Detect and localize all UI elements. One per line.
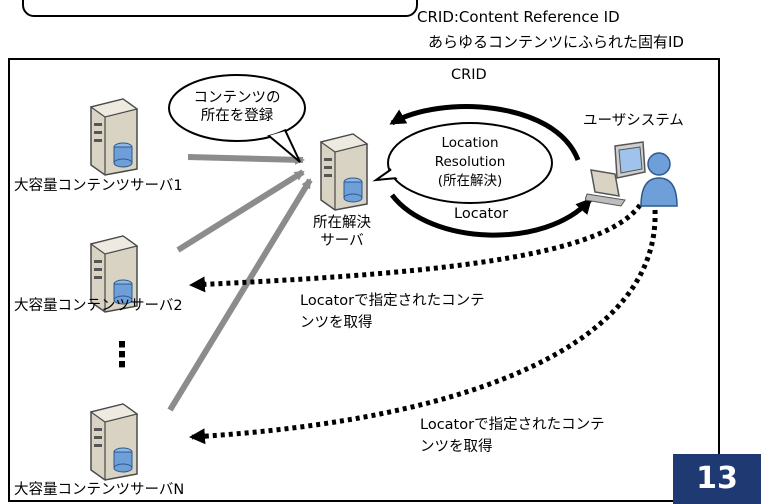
- crid-definition-note: CRID:Content Reference ID: [417, 8, 620, 26]
- fetch-note-2-line-2: ンツを取得: [420, 439, 493, 455]
- resolution-bubble-text: Location Resolution (所在解決): [410, 134, 530, 191]
- resolution-bubble-line-1: Location: [441, 135, 499, 151]
- resolution-server-line-2: サーバ: [320, 233, 364, 249]
- content-server-2-label: 大容量コンテンツサーバ2: [14, 298, 183, 314]
- top-decorative-bar: [22, 0, 418, 17]
- resolution-bubble-line-2: Resolution: [434, 154, 506, 170]
- fetch-arrow-2: [189, 203, 643, 293]
- resolution-server-icon: [319, 133, 369, 211]
- content-server-n-label: 大容量コンテンツサーバN: [14, 482, 185, 498]
- crid-arrow: [389, 104, 581, 161]
- crid-arrow-label: CRID: [451, 67, 487, 83]
- fetch-note-2-line-1: Locatorで指定されたコンテ: [420, 417, 605, 433]
- ellipsis-vertical: ⋮: [105, 335, 139, 375]
- page-number-badge: 13: [673, 454, 761, 504]
- content-server-1-label: 大容量コンテンツサーバ1: [14, 178, 183, 194]
- register-arrow-1: [187, 154, 305, 165]
- server-icon: [89, 98, 139, 176]
- locator-arrow-label: Locator: [454, 206, 509, 222]
- fetch-note-1-line-2: ンツを取得: [300, 315, 373, 331]
- locator-arrow: [390, 193, 593, 238]
- register-bubble-line-1: コンテンツの: [193, 90, 281, 106]
- register-arrow-2: [176, 169, 305, 253]
- fetch-note-1-line-1: Locatorで指定されたコンテ: [300, 293, 485, 309]
- register-arrow-3: [167, 178, 313, 412]
- fetch-note-1: Locatorで指定されたコンテ ンツを取得: [300, 292, 485, 332]
- user-system-label: ユーザシステム: [583, 113, 684, 129]
- resolution-bubble-line-3: (所在解決): [437, 173, 503, 189]
- person-icon: [640, 152, 678, 207]
- server-icon: [89, 235, 139, 313]
- server-icon: [89, 403, 139, 481]
- resolution-server-label: 所在解決 サーバ: [292, 214, 392, 250]
- resolution-server-line-1: 所在解決: [313, 215, 371, 231]
- register-bubble-text: コンテンツの 所在を登録: [192, 89, 282, 125]
- fetch-arrow-n: [189, 209, 658, 445]
- user-computer-icon: [585, 141, 678, 207]
- fetch-note-2: Locatorで指定されたコンテ ンツを取得: [420, 416, 605, 456]
- register-bubble-line-2: 所在を登録: [200, 108, 274, 124]
- crid-description-note: あらゆるコンテンツにふられた固有ID: [428, 33, 684, 51]
